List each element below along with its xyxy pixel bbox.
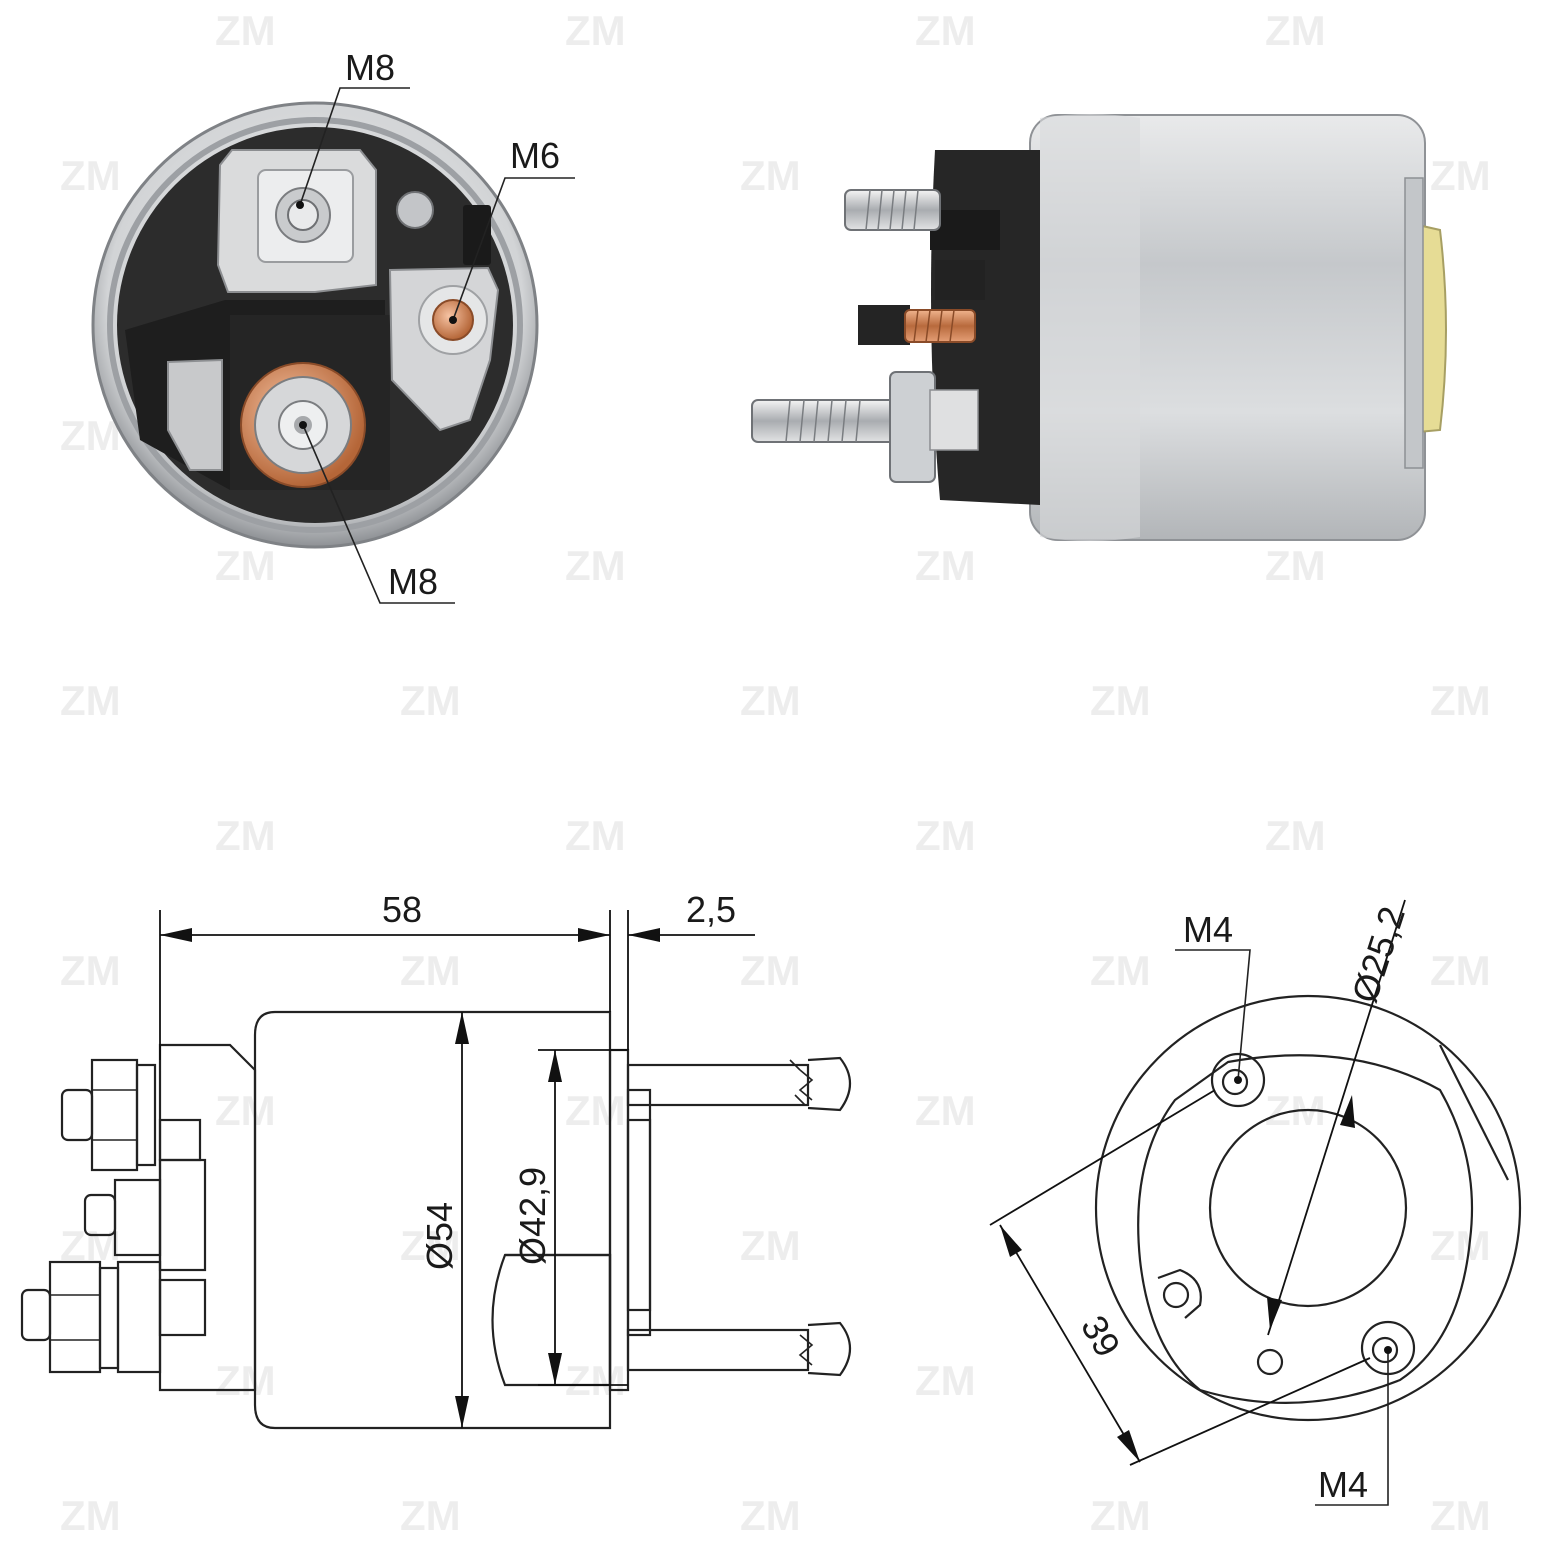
bore-circle	[1208, 1108, 1408, 1308]
svg-text:ZM: ZM	[740, 947, 801, 994]
upper-mount-stud	[626, 1056, 852, 1112]
svg-text:ZM: ZM	[400, 677, 461, 724]
svg-text:ZM: ZM	[1265, 542, 1326, 589]
svg-text:ZM: ZM	[565, 1357, 626, 1404]
dim-line-dia25-2	[1267, 899, 1406, 1336]
svg-text:ZM: ZM	[60, 152, 121, 199]
svg-text:ZM: ZM	[60, 947, 121, 994]
dim-dia42-9-label: Ø42,9	[512, 1167, 553, 1265]
svg-text:ZM: ZM	[1430, 152, 1491, 199]
plunger-end	[1417, 223, 1447, 434]
leader-top-m8	[299, 87, 410, 206]
leader-m4-top	[1175, 949, 1251, 1081]
dim-39-label: 39	[1073, 1309, 1129, 1364]
label-bottom-m8: M8	[388, 561, 438, 602]
lower-m8-bolt	[751, 399, 903, 443]
body-outline	[253, 1010, 612, 1430]
photo-end-view: M8 M6 M8	[91, 47, 575, 604]
svg-text:ZM: ZM	[60, 677, 121, 724]
svg-text:ZM: ZM	[740, 1492, 801, 1539]
svg-text:ZM: ZM	[1430, 1492, 1491, 1539]
svg-text:ZM: ZM	[565, 542, 626, 589]
svg-text:ZM: ZM	[740, 677, 801, 724]
svg-text:ZM: ZM	[565, 7, 626, 54]
svg-text:ZM: ZM	[215, 1357, 276, 1404]
svg-text:ZM: ZM	[1265, 7, 1326, 54]
plunger-outline	[491, 1253, 612, 1387]
svg-text:ZM: ZM	[1430, 947, 1491, 994]
svg-text:ZM: ZM	[915, 7, 976, 54]
svg-text:ZM: ZM	[400, 1222, 461, 1269]
svg-text:ZM: ZM	[400, 1492, 461, 1539]
label-m4-top: M4	[1183, 909, 1233, 950]
label-top-m8: M8	[345, 47, 395, 88]
svg-text:ZM: ZM	[915, 1357, 976, 1404]
svg-text:ZM: ZM	[565, 1087, 626, 1134]
leader-bottom-m8	[302, 424, 455, 604]
lower-mount-stud	[626, 1321, 852, 1377]
inner-boss-outline	[1137, 1054, 1474, 1404]
svg-text:ZM: ZM	[915, 542, 976, 589]
svg-text:ZM: ZM	[60, 412, 121, 459]
leader-m4-bottom	[1315, 1350, 1389, 1506]
svg-text:ZM: ZM	[400, 947, 461, 994]
svg-text:ZM: ZM	[915, 812, 976, 859]
svg-text:ZM: ZM	[1430, 1222, 1491, 1269]
label-m6: M6	[510, 135, 560, 176]
svg-text:ZM: ZM	[915, 1087, 976, 1134]
svg-text:ZM: ZM	[215, 7, 276, 54]
svg-text:ZM: ZM	[215, 542, 276, 589]
dim-line-39	[999, 1224, 1141, 1463]
svg-text:ZM: ZM	[60, 1492, 121, 1539]
svg-text:ZM: ZM	[1265, 812, 1326, 859]
svg-text:ZM: ZM	[740, 1222, 801, 1269]
top-m4-hole	[1210, 1052, 1266, 1108]
dim-dia25-2-label: Ø25,2	[1344, 902, 1413, 1008]
leader-m6	[452, 177, 575, 321]
svg-text:ZM: ZM	[1430, 677, 1491, 724]
svg-text:ZM: ZM	[565, 812, 626, 859]
terminal-nuts	[20, 1058, 162, 1374]
svg-text:ZM: ZM	[1090, 677, 1151, 724]
svg-text:ZM: ZM	[215, 1087, 276, 1134]
photo-side-view	[751, 114, 1447, 541]
outer-circle	[1094, 994, 1522, 1422]
dim-2-5-label: 2,5	[686, 889, 736, 930]
dim-58-label: 58	[382, 889, 422, 930]
svg-text:ZM: ZM	[215, 812, 276, 859]
svg-text:ZM: ZM	[1090, 947, 1151, 994]
drawing-side-view: 58 2,5 Ø54 Ø42,9	[20, 889, 852, 1430]
dim-dia54-label: Ø54	[419, 1202, 460, 1270]
svg-text:ZM: ZM	[740, 152, 801, 199]
lower-m8-nut	[889, 371, 936, 483]
side-hole	[1157, 1268, 1284, 1376]
label-m4-bottom: M4	[1318, 1464, 1368, 1505]
svg-text:ZM: ZM	[1090, 1492, 1151, 1539]
